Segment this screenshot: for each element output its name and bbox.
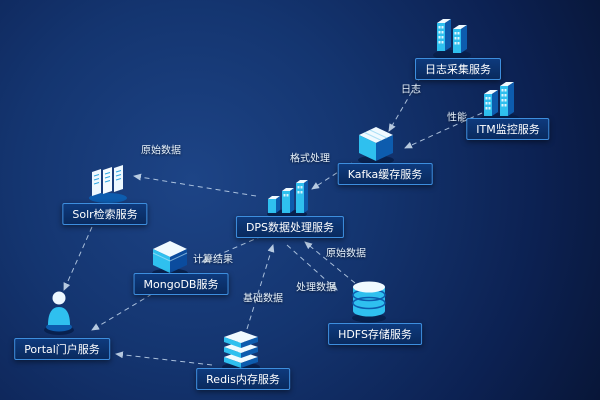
edge-redis-portal [115,351,213,366]
database-cylinder-icon [348,277,390,323]
edge-label-dps-hdfs: 处理数据 [296,282,336,294]
edge-redis-dps [246,244,275,330]
edge-label-itm-kafka: 性能 [447,112,467,124]
edge-log-kafka [388,75,422,132]
node-label-log: 日志采集服务 [415,58,501,80]
edge-label-dps-solr: 原始数据 [141,145,181,157]
edge-dps-mongo [201,235,263,263]
node-label-portal: Portal门户服务 [14,338,110,360]
edge-kafka-dps [311,162,353,190]
node-label-itm: ITM监控服务 [466,118,550,140]
node-label-solr: Solr检索服务 [62,203,148,225]
edge-dps-solr [133,173,257,197]
bar-buildings-icon [263,175,311,219]
documents-icon [85,160,131,204]
monitor-buildings-icon [477,76,523,124]
edge-label-log-kafka: 日志 [401,84,421,96]
edge-dps-hdfs [286,244,338,291]
package-box-icon [354,125,398,165]
edge-hdfs-dps [304,241,356,284]
edge-solr-portal [63,226,93,291]
node-label-kafka: Kafka缓存服务 [337,163,433,185]
cube-box-icon [148,238,192,278]
stacked-layers-icon [218,325,264,371]
edge-mongo-portal [91,293,153,331]
buildings-icon [429,11,475,61]
edge-label-dps-mongo: 计算结果 [193,254,233,266]
edge-label-hdfs-dps: 原始数据 [326,248,366,260]
node-label-dps: DPS数据处理服务 [235,216,345,238]
node-label-redis: Redis内存服务 [196,368,290,390]
edge-label-redis-dps: 基础数据 [243,293,283,305]
node-label-mongo: MongoDB服务 [133,273,229,295]
node-label-hdfs: HDFS存储服务 [328,323,422,345]
person-icon [40,287,78,337]
edge-label-kafka-dps: 格式处理 [290,153,330,165]
